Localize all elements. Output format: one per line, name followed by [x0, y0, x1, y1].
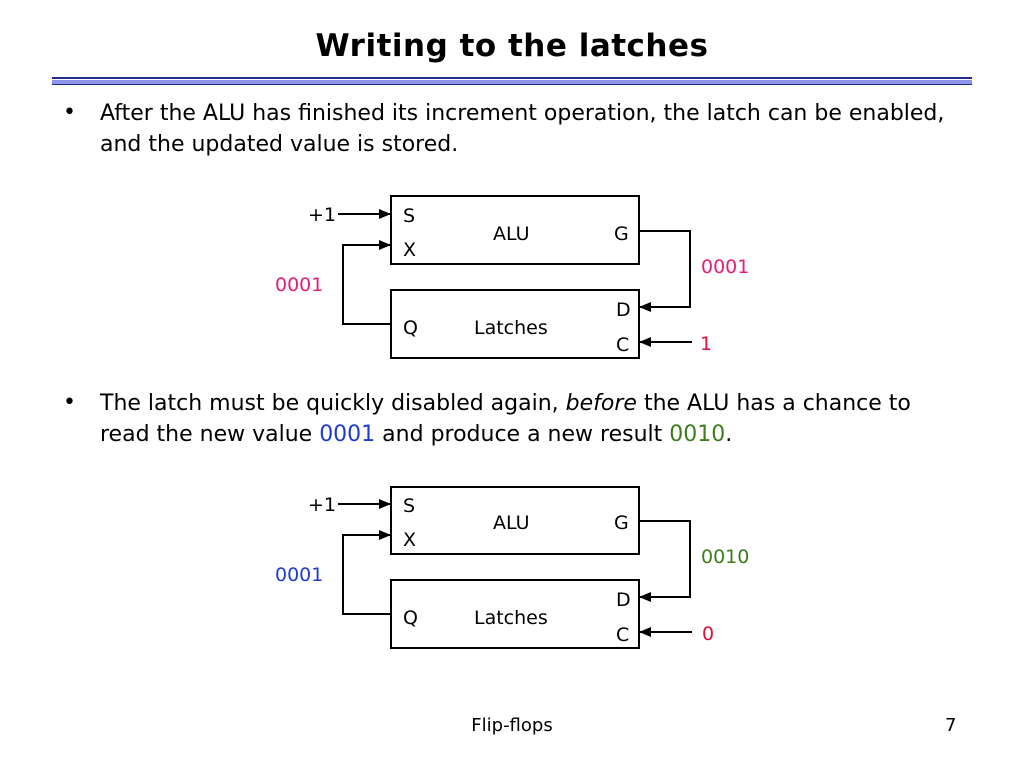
title-rule-shadow	[52, 80, 972, 85]
latch-port-d: D	[616, 299, 631, 321]
latch-to-alu-feedback-wire	[342, 240, 391, 325]
latch-name: Latches	[474, 317, 548, 339]
alu-port-g: G	[614, 512, 629, 534]
alu-port-x: X	[403, 239, 416, 261]
feedback-value: 0001	[275, 274, 323, 296]
alu-name: ALU	[493, 512, 530, 534]
alu-name: ALU	[493, 223, 530, 245]
bullet-2-new-result: 0010	[669, 422, 726, 447]
alu-output-value: 0010	[701, 546, 749, 568]
bullet-2-segment: and produce a new result	[375, 422, 670, 447]
title-rule	[52, 77, 972, 79]
bullet-marker: •	[63, 390, 76, 415]
alu-port-x: X	[403, 529, 416, 551]
clock-value: 1	[700, 333, 712, 355]
footer-label: Flip-flops	[471, 715, 553, 736]
alu-output-value: 0001	[701, 256, 749, 278]
bullet-2-new-value: 0001	[319, 422, 376, 447]
bullet-marker: •	[63, 100, 76, 125]
alu-box	[390, 195, 640, 265]
diagram-enabled: +1 S X ALU G Q Latches D C 0001 0001 1	[275, 195, 749, 359]
feedback-value: 0001	[275, 564, 323, 586]
slide-title: Writing to the latches	[315, 28, 709, 64]
alu-port-s: S	[403, 495, 415, 517]
latch-name: Latches	[474, 607, 548, 629]
increment-label: +1	[308, 204, 336, 226]
latch-to-alu-feedback-wire	[342, 530, 391, 615]
bullet-2-segment: The latch must be quickly disabled again…	[100, 391, 566, 416]
clock-value: 0	[702, 623, 714, 645]
latch-port-q: Q	[403, 607, 418, 629]
bullet-2-emphasis: before	[565, 391, 637, 416]
bullet-text-2: The latch must be quickly disabled again…	[100, 388, 960, 450]
latch-port-d: D	[616, 589, 631, 611]
page-number: 7	[945, 715, 957, 736]
alu-box	[390, 486, 640, 555]
bullet-text-1: After the ALU has finished its increment…	[100, 101, 945, 157]
latch-port-q: Q	[403, 317, 418, 339]
diagram-disabled: +1 S X ALU G Q Latches D C 0001 0010 0	[275, 486, 749, 649]
latch-port-c: C	[616, 624, 629, 646]
alu-port-s: S	[403, 205, 415, 227]
increment-label: +1	[308, 494, 336, 516]
latch-port-c: C	[616, 334, 629, 356]
alu-to-latch-data-wire	[639, 520, 691, 602]
alu-to-latch-data-wire	[639, 230, 691, 312]
bullet-2-segment: the ALU has a chance to read the new val…	[100, 391, 911, 447]
bullet-2-segment: .	[725, 422, 733, 447]
alu-port-g: G	[614, 223, 629, 245]
